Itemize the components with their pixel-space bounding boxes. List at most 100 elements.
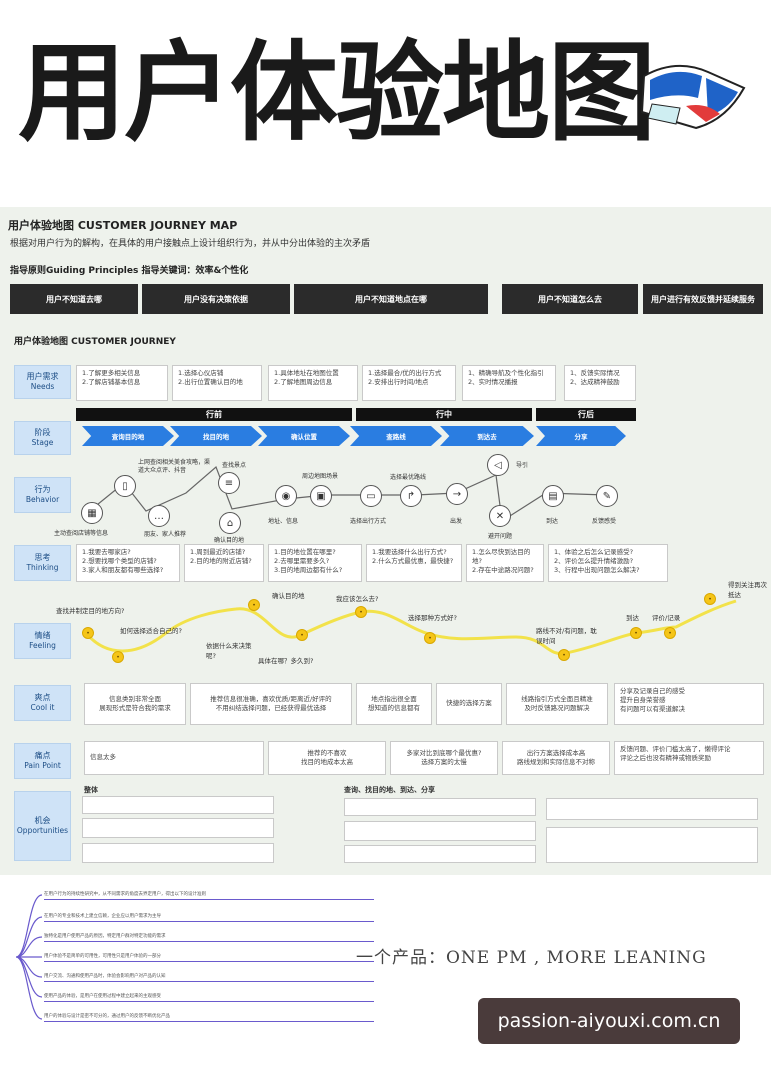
go-icon: → (446, 483, 468, 505)
behavior-label-10: 出发 (450, 518, 463, 525)
principle-4: 用户不知道怎么去 (502, 284, 638, 314)
emoji-sad-1: • (112, 651, 124, 663)
phase-after: 行后 (536, 408, 636, 421)
cool-1: 信息类别非常全面 展现形式是符合我的需求 (84, 683, 186, 725)
mindmap-item-1: 在用户行为的持续性研究中，从不同需求的角度去界定用户，得出以下的设计准则 (44, 891, 374, 900)
behavior-label-1: 主动查阅店铺等信息 (54, 530, 109, 537)
principle-5: 用户进行有效反馈并延续服务 (643, 284, 763, 314)
stage-5: 到达去 (440, 426, 534, 446)
opp-box (344, 798, 536, 816)
behavior-label-3: 朋友、家人推荐 (144, 531, 187, 538)
feeling-label-9: 到达 (626, 614, 639, 622)
opp-box (82, 818, 274, 838)
phase-during: 行中 (356, 408, 532, 421)
behavior-label-4: 查找景点 (222, 462, 247, 469)
pain-5: 反馈问题、评价门槛太高了，懒得评论 评论之后也没有精神或物质奖励 (614, 741, 764, 775)
map-logo-icon (640, 64, 746, 130)
emoji-happy-3: • (630, 627, 642, 639)
thinking-5: 1.怎么尽快到达目的地? 2.存在中途路况问题? (466, 544, 544, 582)
thinking-6: 1、体验之后怎么记录感受? 2、评价怎么提升情绪激励? 3、行程中出现问题怎么解… (548, 544, 668, 582)
map-icon: ▣ (310, 485, 332, 507)
mindmap-item-3: 独特化是用户使用产品的原因，特定用户群对特定功能的需求 (44, 933, 374, 942)
cool-5: 线路指引方式全面且精准 及时反馈路况问题解决 (506, 683, 608, 725)
mindmap-item-4: 用户体验不是简单的可用性，可用性只是用户体验的一部分 (44, 953, 374, 962)
behavior-label-7: 周边地图场景 (302, 473, 339, 480)
stage-3: 确认位置 (258, 426, 350, 446)
opp-box (82, 843, 274, 863)
location-pin-icon: ◉ (275, 485, 297, 507)
need-6: 1、反馈实际情况 2、达成精神鼓励 (564, 365, 636, 401)
pain-1: 信息太多 (84, 741, 264, 775)
emoji-happy-2: • (355, 606, 367, 618)
behavior-label-14: 反馈感受 (592, 518, 617, 525)
mindmap-branches (15, 894, 43, 1020)
mindmap-item-6: 使用产品的体验，是用户在使用过程中建立起来的主观感受 (44, 993, 374, 1002)
thinking-4: 1.我要选择什么出行方式? 2.什么方式最优惠，最快捷? (366, 544, 462, 582)
hero-title: 用户体验地图 (18, 31, 656, 156)
stage-6: 分享 (536, 426, 626, 446)
feedback-icon: ✎ (596, 485, 618, 507)
opp-section-stages: 查询、找目的地、到达、分享 (344, 786, 435, 794)
feeling-label-4: 确认目的地 (272, 592, 305, 600)
feeling-label-2: 如何选择适合自己的? (120, 627, 182, 635)
route-icon: ↱ (400, 485, 422, 507)
slogan: 一个产品：ONE PM , MORE LEANING (356, 948, 707, 968)
pain-4: 出行方案选择成本高 路线规划和实际信息不对称 (502, 741, 610, 775)
need-4: 1.选择最合/优的出行方式 2.安排出行时间/地点 (362, 365, 456, 401)
opp-box (82, 796, 274, 814)
mindmap-item-2: 在用户的专业和技术上建立信赖，企业应以用户需求为主导 (44, 913, 374, 922)
emoji-neutral-2: • (296, 629, 308, 641)
emoji-neutral-4: • (664, 627, 676, 639)
behavior-label-6: 地址、信息 (268, 518, 299, 525)
cool-6: 分享及记录自己的感受 提升自身荣誉感 有问题可以有渠道解决 (614, 683, 764, 725)
journey-title: 用户体验地图 CUSTOMER JOURNEY (14, 337, 176, 347)
pain-2: 推荐的不喜欢 找目的地成本太高 (268, 741, 386, 775)
car-icon: ▭ (360, 485, 382, 507)
opp-box (344, 845, 536, 863)
need-1: 1.了解更多相关信息 2.了解店铺基本信息 (76, 365, 168, 401)
phone-icon: ▯ (114, 475, 136, 497)
need-3: 1.具体地址在地图位置 2.了解地图周边信息 (268, 365, 358, 401)
feeling-label-8: 路线不对/有问题，耽误时间 (536, 627, 597, 645)
document-icon: ≡ (218, 472, 240, 494)
emoji-neutral-3: • (424, 632, 436, 644)
need-2: 1.选择心仪店铺 2.出行位置确认目的地 (172, 365, 262, 401)
feeling-label-1: 查找并制定目的地方向? (56, 607, 125, 615)
feeling-label-11: 得到关注再次抵达 (728, 581, 767, 599)
mindmap-item-7: 用户的体验与设计是密不可分的，通过用户的反馈不断优化产品 (44, 1013, 374, 1022)
behavior-label-12: 避开问题 (488, 533, 513, 540)
opp-section-overall: 整体 (84, 786, 98, 794)
feeling-label-5: 具体在哪？多久到? (258, 657, 314, 665)
emoji-sad-2: • (558, 649, 570, 661)
need-5: 1、精确导航及个性化指引 2、实时情况播报 (462, 365, 556, 401)
emoji-happy-4: • (704, 593, 716, 605)
thinking-2: 1.周到最近的店铺? 2.目的地的附近店铺? (184, 544, 264, 582)
shop-icon: ⌂ (219, 512, 241, 534)
principle-2: 用户没有决策依据 (142, 284, 290, 314)
mindmap-item-5: 用户交流、沟通和使用产品时，体验会影响用户对产品的认知 (44, 973, 374, 982)
feeling-curve (84, 599, 737, 655)
stage-4: 查路线 (350, 426, 442, 446)
opp-box (546, 827, 758, 863)
principle-1: 用户不知道去哪 (10, 284, 138, 314)
stage-1: 查询目的地 (82, 426, 174, 446)
feeling-label-10: 评价/记录 (652, 614, 681, 622)
cool-4: 快捷的选择方案 (436, 683, 502, 725)
feeling-label-7: 选择那种方式好? (408, 614, 457, 622)
watermark: passion-aiyouxi.com.cn (478, 998, 740, 1044)
behavior-label-2: 上网查阅相关美食攻略，渠道大众点评、抖音 (138, 459, 211, 474)
behavior-label-9: 选择最优路线 (390, 474, 427, 481)
pain-3: 多家对比到底哪个最优惠? 选择方案的太慢 (390, 741, 498, 775)
behavior-label-5: 确认目的地 (214, 537, 245, 544)
principle-3: 用户不知道地点在哪 (294, 284, 488, 314)
map-title: 用户体验地图 CUSTOMER JOURNEY MAP (8, 219, 238, 232)
behavior-label-11: 导引 (516, 462, 529, 469)
feeling-label-3: 依据什么来决策呢? (206, 642, 252, 660)
